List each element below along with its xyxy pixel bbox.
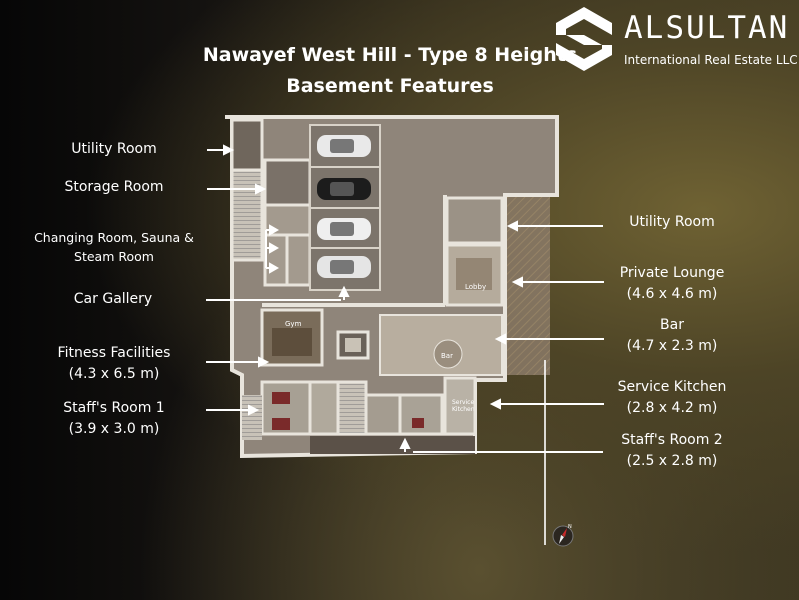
page-title: Nawayef West Hill - Type 8 Heights [202,44,578,66]
logo-mark-icon [556,7,612,71]
arrow-icon [206,144,350,416]
label-bar: Bar (4.7 x 2.3 m) [626,317,718,354]
car-icon [317,256,371,278]
compass-icon: N [552,524,574,547]
label-utility-room-right: Utility Room [629,214,715,230]
bar-label: Bar [441,352,453,360]
label-changing-room: Changing Room, Sauna & Steam Room [34,230,194,264]
label-utility-room-left: Utility Room [71,141,157,157]
car-icon [317,135,371,157]
label-staff-room-1: Staff's Room 1 (3.9 x 3.0 m) [63,400,165,437]
car-icon [317,178,371,200]
staff-room-2 [398,393,444,436]
brand-name: ALSULTAN [624,10,790,46]
page-subtitle: Basement Features [286,75,494,97]
label-car-gallery: Car Gallery [73,291,153,307]
deck [505,195,550,375]
gym-label: Gym [285,320,302,328]
arrow-icon [399,220,604,453]
label-fitness-facilities: Fitness Facilities (4.3 x 6.5 m) [57,345,171,382]
storage-room [230,168,264,262]
kitchen-label-1: Service [452,399,474,406]
brand-subtitle: International Real Estate LLC [624,53,798,67]
service-kitchen [443,376,477,436]
staff-room-1 [260,380,312,436]
label-private-lounge: Private Lounge (4.6 x 4.6 m) [619,265,725,302]
utility-room-right [445,196,504,245]
label-staff-room-2: Staff's Room 2 (2.5 x 2.8 m) [621,432,723,469]
lobby-label: Lobby [465,283,486,291]
utility-room-left [230,118,264,172]
svg-text:N: N [568,524,572,530]
label-service-kitchen: Service Kitchen (2.8 x 4.2 m) [617,379,727,416]
kitchen-label-2: Kitchen [452,406,475,413]
car-icon [317,218,371,240]
label-storage-room: Storage Room [64,179,164,195]
